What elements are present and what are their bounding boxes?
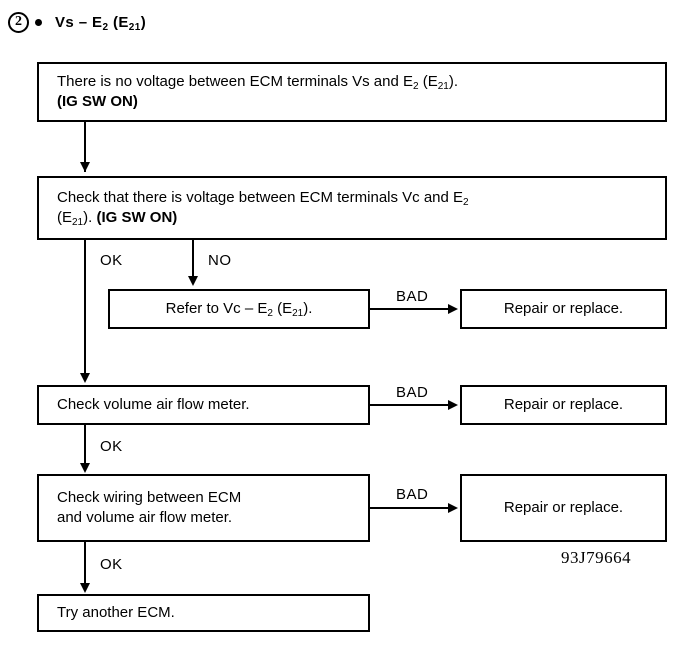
connector-symptom-to-checkvc (84, 122, 86, 172)
diagram-header: 2 Vs – E2 (E21) (8, 8, 146, 36)
checkvc-line1: Check that there is voltage between ECM … (57, 188, 464, 206)
checkvc-line2-bold: (IG SW ON) (96, 209, 178, 226)
connector-bad-2 (370, 404, 450, 406)
edge-label-no: NO (208, 252, 232, 269)
refer-text-a: Refer to Vc – E (165, 299, 268, 317)
box-try-another-ecm: Try another ECM. (37, 594, 370, 632)
arrow-ok-to-vafm-icon (80, 373, 90, 383)
box-symptom: There is no voltage between ECM terminal… (37, 62, 667, 122)
title-e: E (87, 13, 103, 31)
symptom-line1-end: ). (448, 72, 459, 90)
arrow-bad-2-icon (448, 400, 458, 410)
checkvc-line2-sub: 21 (72, 217, 84, 228)
checkvc-line2-open: (E (57, 209, 72, 226)
box-check-wiring-text: Check wiring between ECM and volume air f… (39, 488, 249, 529)
checkvc-line2-close: ). (83, 209, 97, 226)
symptom-line1: There is no voltage between ECM terminal… (57, 72, 414, 90)
box-repair-or-replace-2: Repair or replace. (460, 385, 667, 425)
edge-label-ok-1: OK (100, 252, 123, 269)
refer-sub-a: 2 (267, 307, 273, 319)
symptom-line1-tail-sub: 21 (437, 80, 449, 92)
page-title: Vs – E2 (E21) (55, 13, 147, 33)
arrow-no-to-refer-icon (188, 276, 198, 286)
title-paren-close: ) (140, 13, 147, 31)
title-dash: – (78, 13, 88, 31)
box-symptom-text: There is no voltage between ECM terminal… (39, 72, 466, 113)
arrow-bad-1-icon (448, 304, 458, 314)
checkvc-line1-sub: 2 (463, 196, 469, 208)
title-paren-subscript: 21 (128, 21, 141, 33)
try-ecm-label: Try another ECM. (57, 603, 175, 621)
box-refer-text: Refer to Vc – E2 (E21). (110, 299, 368, 319)
box-check-vc: Check that there is voltage between ECM … (37, 176, 667, 240)
repair-2-label: Repair or replace. (503, 395, 624, 413)
edge-label-ok-2: OK (100, 438, 123, 455)
step-number-badge: 2 (8, 11, 29, 33)
connector-ok-wiring-to-tryecm (84, 542, 86, 585)
repair-3-label: Repair or replace. (503, 498, 624, 516)
symptom-line1-tail: (E (418, 72, 438, 90)
refer-text-c: ). (303, 299, 313, 317)
box-repair-or-replace-3: Repair or replace. (460, 474, 667, 542)
arrow-ok-vafm-to-wiring-icon (80, 463, 90, 473)
check-wiring-line2: and volume air flow meter. (57, 509, 233, 526)
connector-bad-1 (370, 308, 450, 310)
edge-label-bad-3: BAD (396, 486, 429, 503)
title-prefix: Vs (55, 13, 79, 31)
connector-ok-vafm-to-wiring (84, 425, 86, 465)
refer-text-b: (E (272, 299, 293, 317)
connector-ok-trunk-to-vafm (84, 240, 86, 375)
repair-1-label: Repair or replace. (503, 299, 624, 317)
box-check-vc-text: Check that there is voltage between ECM … (39, 188, 477, 229)
arrow-ok-wiring-to-tryecm-icon (80, 583, 90, 593)
title-e-subscript: 2 (102, 21, 109, 33)
box-check-wiring: Check wiring between ECM and volume air f… (37, 474, 370, 542)
box-refer-to-vc: Refer to Vc – E2 (E21). (108, 289, 370, 329)
check-wiring-line1: Check wiring between ECM (57, 488, 242, 506)
edge-label-bad-1: BAD (396, 288, 429, 305)
connector-bad-3 (370, 507, 450, 509)
arrow-symptom-to-checkvc-icon (80, 162, 90, 172)
symptom-line1-sub: 2 (413, 80, 419, 92)
box-check-volume-air-flow-meter: Check volume air flow meter. (37, 385, 370, 425)
box-repair-or-replace-1: Repair or replace. (460, 289, 667, 329)
check-vafm-label: Check volume air flow meter. (57, 395, 250, 413)
title-paren-open: (E (108, 13, 129, 31)
bullet-dot-icon (35, 18, 42, 26)
edge-label-ok-3: OK (100, 556, 123, 573)
symptom-line2: (IG SW ON) (57, 93, 138, 110)
figure-code: 93J79664 (561, 548, 632, 567)
connector-no-to-refer (192, 240, 194, 278)
arrow-bad-3-icon (448, 503, 458, 513)
refer-sub-b: 21 (292, 307, 304, 319)
edge-label-bad-2: BAD (396, 384, 429, 401)
